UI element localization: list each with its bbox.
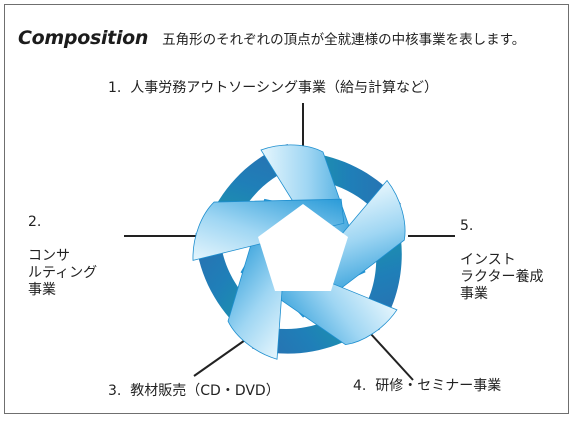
business-name-4: 研修・セミナー事業 [375,378,502,394]
business-name-1: 人事労務アウトソーシング事業（給与計算など） [130,80,438,96]
business-name-5-line1: インスト [460,252,516,268]
connector-line-4 [369,332,414,381]
business-name-3: 教材販売（CD・DVD） [130,383,280,399]
business-label-4: 4. 研修・セミナー事業 [353,378,501,395]
connector-line-3 [193,337,249,377]
business-number-1: 1. [108,80,122,96]
business-number-2: 2. [28,214,42,230]
heading: Composition 五角形のそれぞれの頂点が全就連様の中核事業を表します。 [18,27,525,49]
business-label-2: 2. コンサ ルティング 事業 [28,214,97,299]
business-label-3: 3. 教材販売（CD・DVD） [108,383,280,400]
heading-title: Composition [18,27,149,49]
business-name-2-line1: コンサ [28,248,70,264]
pentagon-ribbon-knot-emblem [164,127,430,392]
business-name-5-line3: 事業 [460,286,488,302]
business-name-2-line2: ルティング [28,265,98,281]
business-label-1: 1. 人事労務アウトソーシング事業（給与計算など） [108,80,438,97]
business-name-2-line3: 事業 [28,282,56,298]
business-number-4: 4. [353,378,367,394]
figure-frame [4,4,569,414]
business-number-3: 3. [108,383,122,399]
business-label-5: 5. インスト ラクター養成 事業 [460,218,543,303]
heading-description: 五角形のそれぞれの頂点が全就連様の中核事業を表します。 [162,32,526,48]
business-name-5-line2: ラクター養成 [460,269,544,285]
business-number-5: 5. [460,218,474,234]
